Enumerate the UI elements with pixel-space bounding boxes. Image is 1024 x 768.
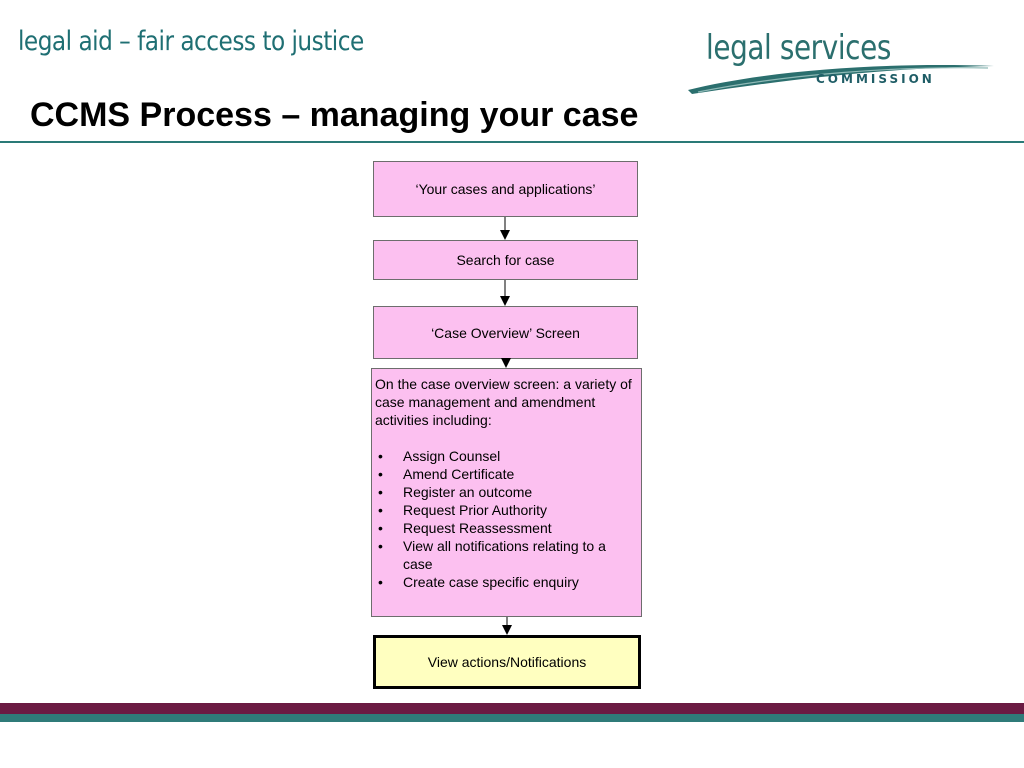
activity-item: Create case specific enquiry bbox=[375, 573, 638, 591]
activity-item: Request Reassessment bbox=[375, 519, 638, 537]
footer-band-teal bbox=[0, 714, 1024, 722]
flow-step-label: ‘Your cases and applications’ bbox=[415, 181, 596, 197]
activities-list: Assign Counsel Amend Certificate Registe… bbox=[375, 447, 638, 591]
legal-services-commission-logo: legal services COMMISSION bbox=[688, 26, 998, 96]
flow-step-label: View actions/Notifications bbox=[427, 654, 587, 670]
title-divider bbox=[0, 141, 1024, 143]
footer-band-plum bbox=[0, 703, 1024, 714]
slide-title: CCMS Process – managing your case bbox=[30, 96, 639, 134]
activity-item: View all notifications relating to a cas… bbox=[375, 537, 638, 573]
activity-item: Register an outcome bbox=[375, 483, 638, 501]
activity-item: Assign Counsel bbox=[375, 447, 638, 465]
logo-swoosh-icon bbox=[688, 65, 994, 94]
flow-step-activities: On the case overview screen: a variety o… bbox=[371, 368, 642, 617]
activity-item: Request Prior Authority bbox=[375, 501, 638, 519]
logo-subtitle: COMMISSION bbox=[816, 72, 935, 86]
tagline: legal aid – fair access to justice bbox=[18, 26, 364, 57]
flow-step-view-actions: View actions/Notifications bbox=[373, 635, 641, 689]
flow-step-label: Search for case bbox=[456, 252, 555, 268]
activity-item: Amend Certificate bbox=[375, 465, 638, 483]
flow-step-case-overview: ‘Case Overview’ Screen bbox=[373, 306, 638, 359]
activities-intro: On the case overview screen: a variety o… bbox=[375, 376, 632, 428]
flow-step-search-case: Search for case bbox=[373, 240, 638, 280]
flow-step-label: ‘Case Overview’ Screen bbox=[431, 324, 580, 341]
logo-name: legal services bbox=[706, 28, 891, 68]
flow-step-your-cases: ‘Your cases and applications’ bbox=[373, 161, 638, 217]
